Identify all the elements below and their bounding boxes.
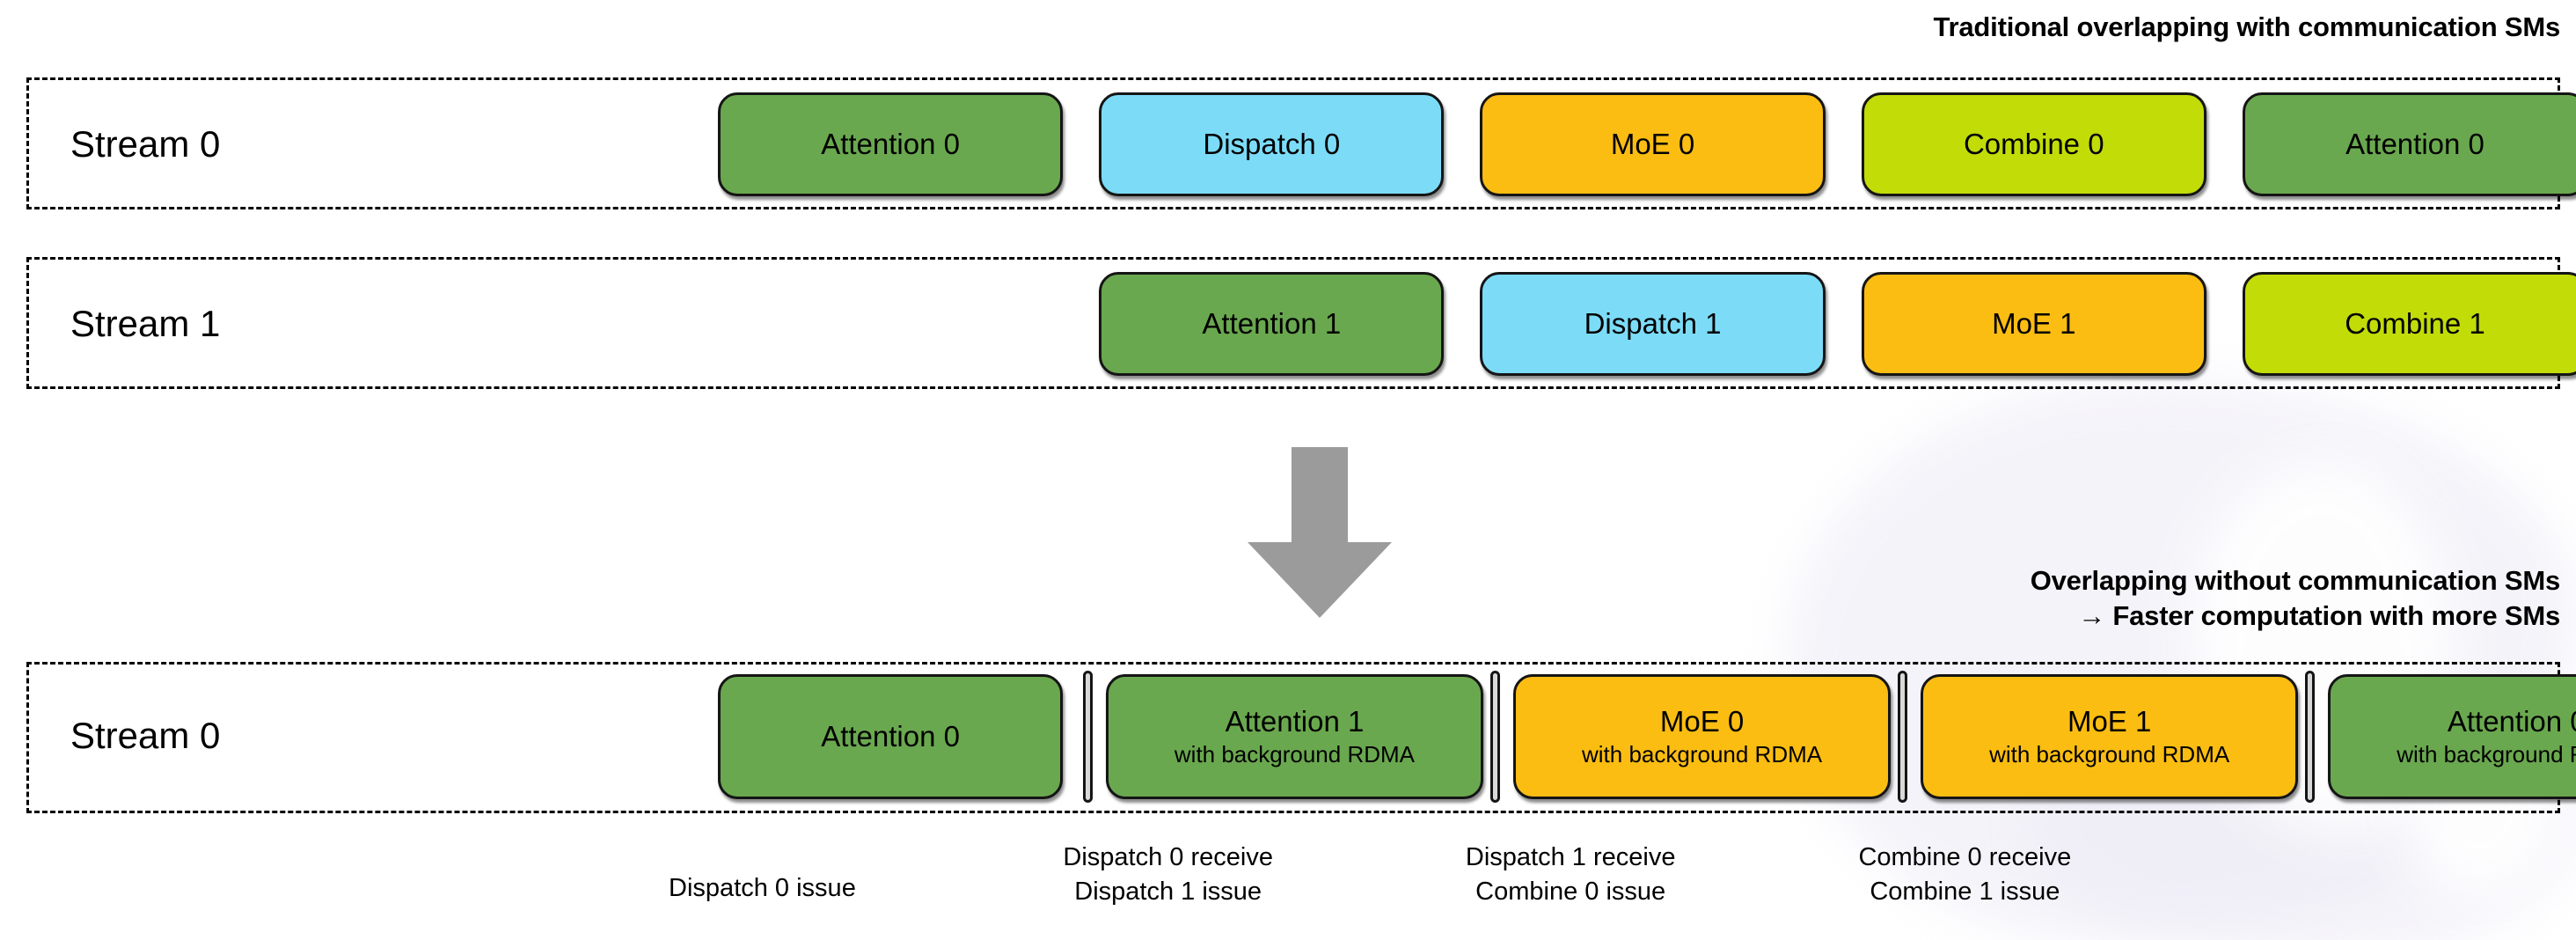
pipeline-block-combine-1-stream1-3: Combine 1 bbox=[2242, 272, 2576, 376]
block-subtitle: with background RDMA bbox=[2397, 740, 2576, 767]
heading-line-1: Overlapping without communication SMs bbox=[2030, 565, 2561, 596]
block-title: Dispatch 0 bbox=[1203, 127, 1341, 160]
down-arrow-icon bbox=[1248, 447, 1392, 618]
pipeline-block-combine-0-stream0-top-3: Combine 0 bbox=[1861, 92, 2206, 196]
caption-line-1: Dispatch 1 receive bbox=[1465, 843, 1676, 871]
block-subtitle: with background RDMA bbox=[1174, 740, 1416, 767]
pipeline-block-attention-0-stream0-top-0: Attention 0 bbox=[718, 92, 1064, 196]
stream-label-stream0-bottom: Stream 0 bbox=[70, 715, 221, 756]
block-title: Attention 0 bbox=[821, 719, 960, 753]
block-subtitle: with background RDMA bbox=[1989, 740, 2230, 767]
block-title: Dispatch 1 bbox=[1584, 306, 1722, 340]
caption-line-2: Combine 0 issue bbox=[1475, 878, 1666, 907]
block-title: MoE 0 bbox=[1610, 127, 1695, 160]
pipeline-block-attention-0-stream0-top-4: Attention 0 bbox=[2242, 92, 2576, 196]
pipeline-block-moe-0-stream0-top-2: MoE 0 bbox=[1480, 92, 1826, 196]
caption-line-1: Dispatch 0 receive bbox=[1063, 843, 1273, 871]
pipeline-block-moe-1-stream1-2: MoE 1 bbox=[1861, 272, 2206, 376]
stream-label-stream0-top: Stream 0 bbox=[70, 123, 221, 165]
block-title: Attention 1 bbox=[1202, 306, 1342, 340]
block-title: Attention 0 bbox=[821, 127, 960, 160]
heading-traditional-overlapping: Traditional overlapping with communicati… bbox=[1933, 11, 2561, 42]
timeline-caption-0: Dispatch 0 issue bbox=[483, 871, 1042, 906]
block-title: Attention 0 bbox=[2345, 127, 2485, 160]
block-subtitle: with background RDMA bbox=[1581, 740, 1823, 767]
block-title: MoE 0 bbox=[1659, 704, 1745, 738]
caption-line-2: Dispatch 1 issue bbox=[1074, 878, 1262, 907]
caption-line-1: Dispatch 0 issue bbox=[669, 874, 856, 902]
block-title: Combine 0 bbox=[1963, 127, 2104, 160]
block-title: Attention 0 bbox=[2447, 704, 2576, 738]
block-separator-0 bbox=[1082, 671, 1093, 803]
pipeline-block-dispatch-0-stream0-top-1: Dispatch 0 bbox=[1099, 92, 1445, 196]
block-separator-1 bbox=[1489, 671, 1500, 803]
block-title: MoE 1 bbox=[2067, 704, 2152, 738]
caption-line-1: Combine 0 receive bbox=[1858, 843, 2072, 871]
pipeline-block-attention-0-stream0-bottom-0: Attention 0 bbox=[718, 674, 1064, 799]
block-title: MoE 1 bbox=[1992, 306, 2076, 340]
stream-label-stream1: Stream 1 bbox=[70, 303, 221, 344]
heading-overlapping-without-sms: Overlapping without communication SMs → … bbox=[1892, 563, 2561, 635]
heading-line-2: → Faster computation with more SMs bbox=[2078, 600, 2560, 632]
block-title: Combine 1 bbox=[2345, 306, 2485, 340]
block-separator-2 bbox=[1897, 671, 1907, 803]
block-separator-3 bbox=[2304, 671, 2315, 803]
caption-line-2: Combine 1 issue bbox=[1870, 878, 2060, 907]
pipeline-block-attention-1-stream1-0: Attention 1 bbox=[1099, 272, 1445, 376]
pipeline-block-dispatch-1-stream1-1: Dispatch 1 bbox=[1480, 272, 1826, 376]
block-title: Attention 1 bbox=[1225, 704, 1365, 738]
